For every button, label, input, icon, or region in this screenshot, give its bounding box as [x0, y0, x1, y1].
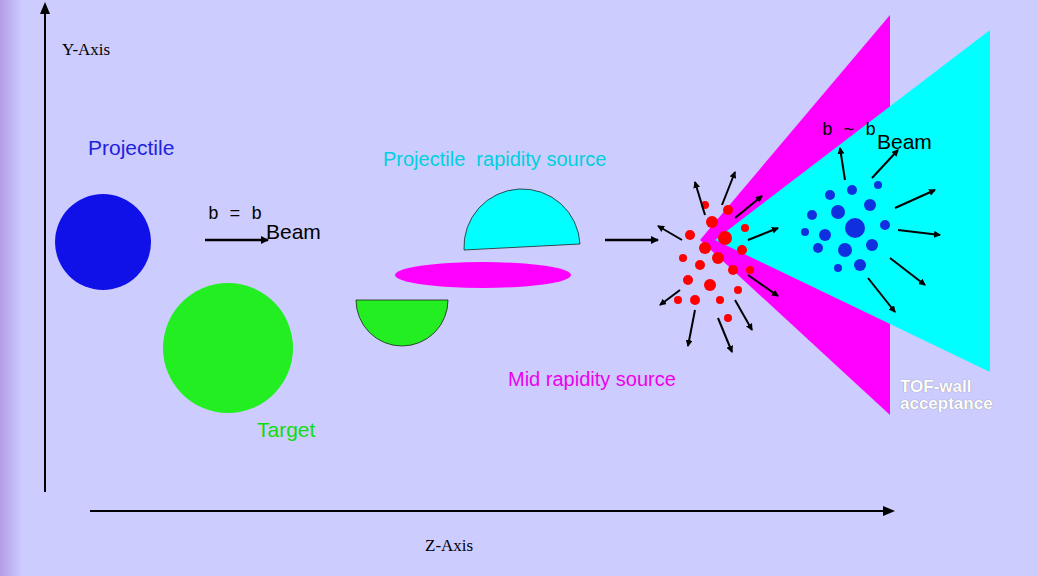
source-label: Projectile rapidity source	[383, 148, 606, 171]
y-axis	[44, 12, 46, 492]
tof-acceptance-cone	[715, 30, 990, 372]
edge-strip	[0, 0, 22, 576]
projectile-nucleus	[55, 194, 151, 290]
impact-parameter-subscript: Beam	[266, 220, 321, 244]
impact-parameter: b = b	[208, 204, 262, 225]
mid-rapidity-particles	[674, 201, 754, 322]
source-label: Mid rapidity source	[508, 368, 676, 391]
projectile-spectator	[464, 189, 580, 250]
projectile-label: Projectile	[88, 136, 174, 160]
axis-label: Y-Axis	[62, 40, 110, 60]
target-label: Target	[257, 418, 315, 442]
beam-arrow	[205, 239, 268, 242]
impact-parameter: b ~ b	[822, 120, 876, 141]
axis-arrowhead	[40, 2, 50, 14]
axis-label: Z-Axis	[425, 536, 473, 556]
detector-label: TOF-wall acceptance	[900, 378, 1020, 412]
axis-arrowhead	[883, 506, 895, 516]
emission-arrows	[658, 148, 940, 352]
time-arrow	[605, 239, 658, 242]
target-nucleus	[163, 283, 293, 413]
target-spectator	[356, 300, 448, 346]
mid-rapidity-fireball	[395, 262, 571, 288]
projectile-rapidity-particles	[801, 181, 890, 272]
z-axis	[90, 510, 885, 512]
impact-parameter-subscript: Beam	[877, 130, 932, 154]
